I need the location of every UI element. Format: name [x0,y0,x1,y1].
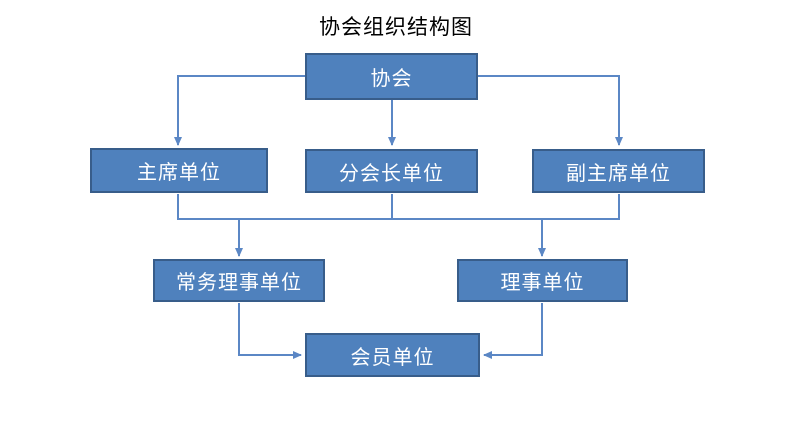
connector-director-to-member [483,303,543,359]
node-member-unit: 会员单位 [305,333,480,377]
node-chairman-unit: 主席单位 [90,148,268,193]
connector-association-to-chairman [174,75,306,146]
node-branch-president-unit: 分会长单位 [305,149,478,193]
node-association: 协会 [305,53,478,100]
chart-title: 协会组织结构图 [319,15,473,39]
connector-executive-director-to-member [238,303,302,359]
node-vice-chairman-unit: 副主席单位 [532,149,705,193]
node-director-unit: 理事单位 [457,259,628,302]
node-executive-director-unit: 常务理事单位 [153,259,325,302]
connector-association-to-vice-chairman [477,75,623,146]
